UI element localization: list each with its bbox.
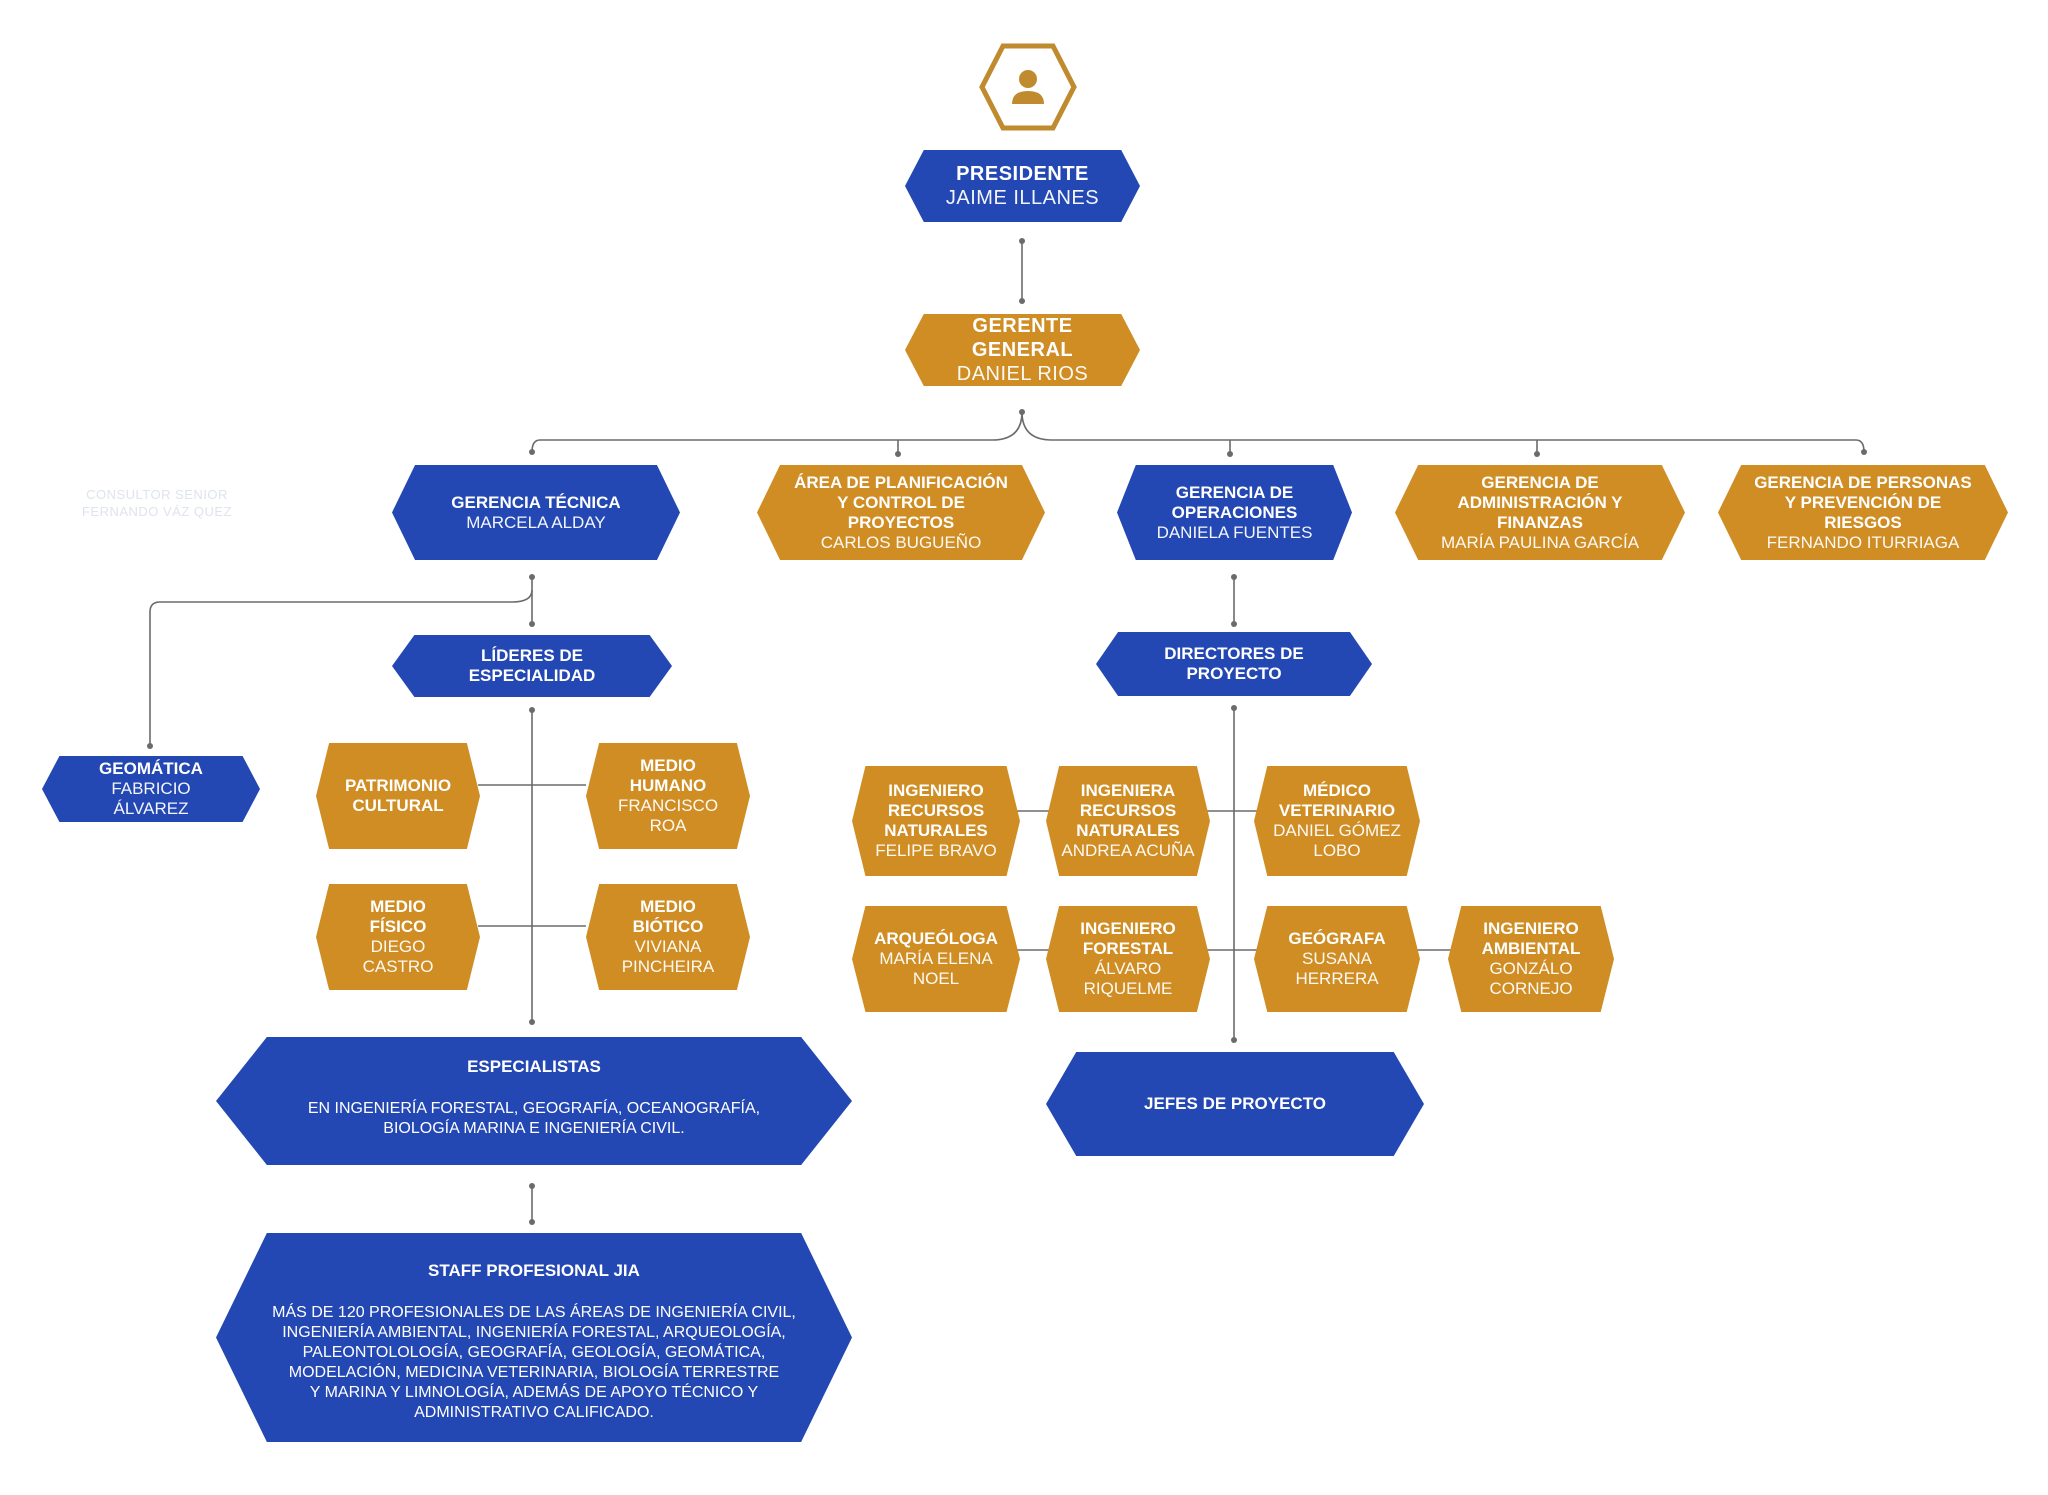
node-geomatica[interactable]: GEOMÁTICA FABRICIO ÁLVAREZ xyxy=(42,756,260,822)
node-role: GEOMÁTICA xyxy=(99,759,203,778)
node-description: MÁS DE 120 PROFESIONALES DE LAS ÁREAS DE… xyxy=(272,1304,796,1421)
node-directores-proyecto[interactable]: DIRECTORES DE PROYECTO xyxy=(1096,632,1372,696)
node-role: INGENIERA RECURSOS NATURALES xyxy=(1076,781,1180,840)
faint-line-1: CONSULTOR SENIOR xyxy=(86,487,228,502)
node-medio-biotico[interactable]: MEDIO BIÓTICO VIVIANA PINCHEIRA xyxy=(586,884,750,990)
node-staff-profesional[interactable]: STAFF PROFESIONAL JIA MÁS DE 120 PROFESI… xyxy=(216,1233,852,1442)
node-role: INGENIERO RECURSOS NATURALES xyxy=(884,781,988,840)
node-geografa[interactable]: GEÓGRAFA SUSANA HERRERA xyxy=(1254,906,1420,1012)
node-role: MÉDICO VETERINARIO xyxy=(1278,781,1396,820)
node-area-planificacion[interactable]: ÁREA DE PLANIFICACIÓN Y CONTROL DE PROYE… xyxy=(757,465,1045,560)
node-arqueologa[interactable]: ARQUEÓLOGA MARÍA ELENA NOEL xyxy=(852,906,1020,1012)
node-role: LÍDERES DE ESPECIALIDAD xyxy=(468,646,596,685)
node-name: DANIEL RIOS xyxy=(956,363,1089,385)
person-hexagon-icon xyxy=(979,43,1077,131)
node-role: MEDIO BIÓTICO xyxy=(632,897,704,936)
node-role: INGENIERO AMBIENTAL xyxy=(1481,919,1581,958)
faint-watermark-text: CONSULTOR SENIOR FERNANDO VÁZ QUEZ xyxy=(52,486,262,520)
node-medio-humano[interactable]: MEDIO HUMANO FRANCISCO ROA xyxy=(586,743,750,849)
node-role: PATRIMONIO CULTURAL xyxy=(344,776,452,815)
node-lideres-especialidad[interactable]: LÍDERES DE ESPECIALIDAD xyxy=(392,635,672,697)
node-role: STAFF PROFESIONAL JIA xyxy=(428,1261,640,1280)
node-role: GERENCIA DE OPERACIONES xyxy=(1171,482,1298,522)
node-name: VIVIANA PINCHEIRA xyxy=(621,937,715,976)
node-gerencia-personas[interactable]: GERENCIA DE PERSONAS Y PREVENCIÓN DE RIE… xyxy=(1718,465,2008,560)
node-name: FABRICIO ÁLVAREZ xyxy=(111,779,191,818)
node-gerencia-tecnica[interactable]: GERENCIA TÉCNICA MARCELA ALDAY xyxy=(392,465,680,560)
node-ingeniero-forestal[interactable]: INGENIERO FORESTAL ÁLVARO RIQUELME xyxy=(1046,906,1210,1012)
node-role: PRESIDENTE xyxy=(956,163,1089,185)
node-ingeniero-ambiental[interactable]: INGENIERO AMBIENTAL GONZÁLO CORNEJO xyxy=(1448,906,1614,1012)
node-name: MARÍA PAULINA GARCÍA xyxy=(1440,532,1640,552)
node-name: JAIME ILLANES xyxy=(945,187,1100,209)
node-role: GERENCIA DE PERSONAS Y PREVENCIÓN DE RIE… xyxy=(1754,472,1972,532)
node-gerencia-administracion[interactable]: GERENCIA DE ADMINISTRACIÓN Y FINANZAS MA… xyxy=(1395,465,1685,560)
node-name: FERNANDO ITURRIAGA xyxy=(1766,532,1960,552)
node-medico-veterinario[interactable]: MÉDICO VETERINARIO DANIEL GÓMEZ LOBO xyxy=(1254,766,1420,876)
node-name: FRANCISCO ROA xyxy=(617,796,719,835)
node-name: MARCELA ALDAY xyxy=(466,512,606,532)
node-name: DANIEL GÓMEZ LOBO xyxy=(1273,821,1401,860)
faint-line-2: FERNANDO VÁZ QUEZ xyxy=(81,504,233,519)
node-name: CARLOS BUGUEÑO xyxy=(820,532,982,552)
node-name: DIEGO CASTRO xyxy=(362,937,434,976)
node-especialistas[interactable]: ESPECIALISTAS EN INGENIERÍA FORESTAL, GE… xyxy=(216,1037,852,1165)
node-role: INGENIERO FORESTAL xyxy=(1080,919,1176,958)
node-name: GONZÁLO CORNEJO xyxy=(1489,959,1573,998)
node-role: ESPECIALISTAS xyxy=(467,1057,601,1076)
node-name: DANIELA FUENTES xyxy=(1156,522,1313,542)
node-name: ÁLVARO RIQUELME xyxy=(1083,959,1173,998)
node-gerencia-operaciones[interactable]: GERENCIA DE OPERACIONES DANIELA FUENTES xyxy=(1117,465,1352,560)
node-presidente[interactable]: PRESIDENTE JAIME ILLANES xyxy=(905,150,1140,222)
node-name: SUSANA HERRERA xyxy=(1295,949,1379,988)
node-gerente-general[interactable]: GERENTE GENERAL DANIEL RIOS xyxy=(905,314,1140,386)
node-role: ARQUEÓLOGA xyxy=(874,929,998,948)
node-medio-fisico[interactable]: MEDIO FÍSICO DIEGO CASTRO xyxy=(316,884,480,990)
node-description: EN INGENIERÍA FORESTAL, GEOGRAFÍA, OCEAN… xyxy=(307,1100,761,1137)
node-role: GERENTE GENERAL xyxy=(971,315,1074,361)
node-role: MEDIO FÍSICO xyxy=(369,897,427,936)
node-name: MARÍA ELENA NOEL xyxy=(879,949,993,988)
node-name: FELIPE BRAVO xyxy=(875,841,997,860)
node-jefes-proyecto[interactable]: JEFES DE PROYECTO xyxy=(1046,1052,1424,1156)
node-role: DIRECTORES DE PROYECTO xyxy=(1164,644,1304,683)
node-role: GEÓGRAFA xyxy=(1288,929,1386,948)
node-ing-recursos-naturales-felipe[interactable]: INGENIERO RECURSOS NATURALES FELIPE BRAV… xyxy=(852,766,1020,876)
node-name: ANDREA ACUÑA xyxy=(1061,841,1195,860)
node-ing-recursos-naturales-andrea[interactable]: INGENIERA RECURSOS NATURALES ANDREA ACUÑ… xyxy=(1046,766,1210,876)
node-patrimonio-cultural[interactable]: PATRIMONIO CULTURAL xyxy=(316,743,480,849)
node-role: GERENCIA TÉCNICA xyxy=(451,492,621,512)
node-role: JEFES DE PROYECTO xyxy=(1143,1094,1326,1113)
node-role: ÁREA DE PLANIFICACIÓN Y CONTROL DE PROYE… xyxy=(794,472,1008,532)
node-role: GERENCIA DE ADMINISTRACIÓN Y FINANZAS xyxy=(1457,472,1623,532)
node-role: MEDIO HUMANO xyxy=(629,756,707,795)
